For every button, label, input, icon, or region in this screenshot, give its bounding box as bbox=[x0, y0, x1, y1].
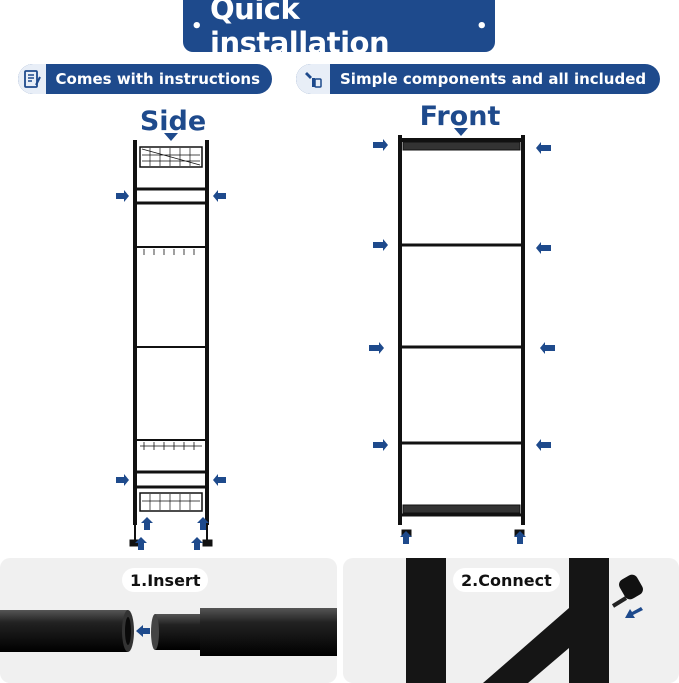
insert-tube-illustration bbox=[0, 608, 337, 656]
side-view-label: Side bbox=[139, 106, 207, 137]
title-banner: • Quick installation • bbox=[183, 0, 495, 60]
front-view-rack bbox=[369, 135, 555, 544]
front-view-label: Front bbox=[419, 101, 501, 132]
page-title: Quick installation bbox=[210, 0, 390, 60]
title-dot-right: • bbox=[475, 15, 488, 37]
step-panel-connect: 2.Connect bbox=[343, 558, 679, 683]
side-view-caret bbox=[164, 133, 178, 141]
connect-arrow-icon bbox=[625, 607, 643, 618]
feature-label-instructions: Comes with instructions bbox=[55, 70, 260, 88]
feature-pill-components: Simple components and all included bbox=[296, 64, 660, 94]
step-label-insert: 1.Insert bbox=[122, 568, 209, 592]
feature-pill-instructions: Comes with instructions bbox=[18, 64, 272, 94]
instructions-icon bbox=[18, 64, 46, 94]
feature-label-components: Simple components and all included bbox=[340, 70, 647, 88]
insert-arrow-icon bbox=[136, 625, 150, 637]
side-view-rack bbox=[116, 140, 226, 550]
connect-joint-illustration bbox=[406, 558, 643, 683]
step-panel-insert: 1.Insert bbox=[0, 558, 337, 683]
front-view-caret bbox=[454, 128, 468, 136]
step-label-connect: 2.Connect bbox=[453, 568, 560, 592]
title-dot-left: • bbox=[191, 15, 203, 37]
tools-icon bbox=[296, 64, 330, 94]
